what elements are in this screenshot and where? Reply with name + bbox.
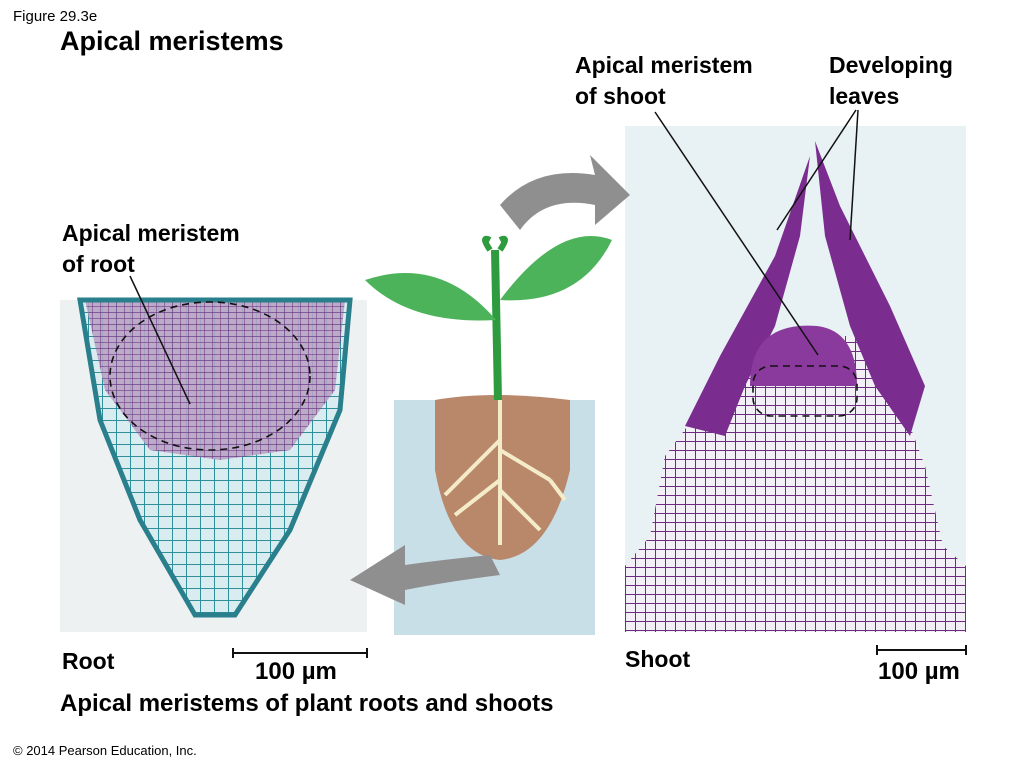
root-scale-bar [232,648,368,658]
shoot-scale-bar [876,645,967,655]
root-micrograph [60,297,367,632]
root-scale-text: 100 µm [255,658,337,685]
shoot-label: Shoot [625,646,691,672]
shoot-meristem-outline [752,365,858,417]
shoot-micrograph [625,126,966,632]
arrow-to-shoot [500,155,630,230]
leaf-leader-right [849,109,859,241]
soil [435,395,570,560]
right-leaf [500,236,612,301]
figure-title: Apical meristems [60,26,284,56]
shoot-meristem-leader [654,111,819,356]
copyright: © 2014 Pearson Education, Inc. [13,743,197,758]
shoot-bud [482,235,508,252]
left-leaf [365,273,496,321]
figure-number: Figure 29.3e [13,8,98,25]
shoot-scale-text: 100 µm [878,658,960,685]
root-meristem-leader [129,275,191,405]
caption: Apical meristems of plant roots and shoo… [60,690,554,717]
root-label: Root [62,648,115,674]
root-meristem-outline [109,301,311,451]
leaf-leader-left [776,109,857,231]
arrow-to-root [350,545,500,605]
seedling-illustration [350,155,630,635]
